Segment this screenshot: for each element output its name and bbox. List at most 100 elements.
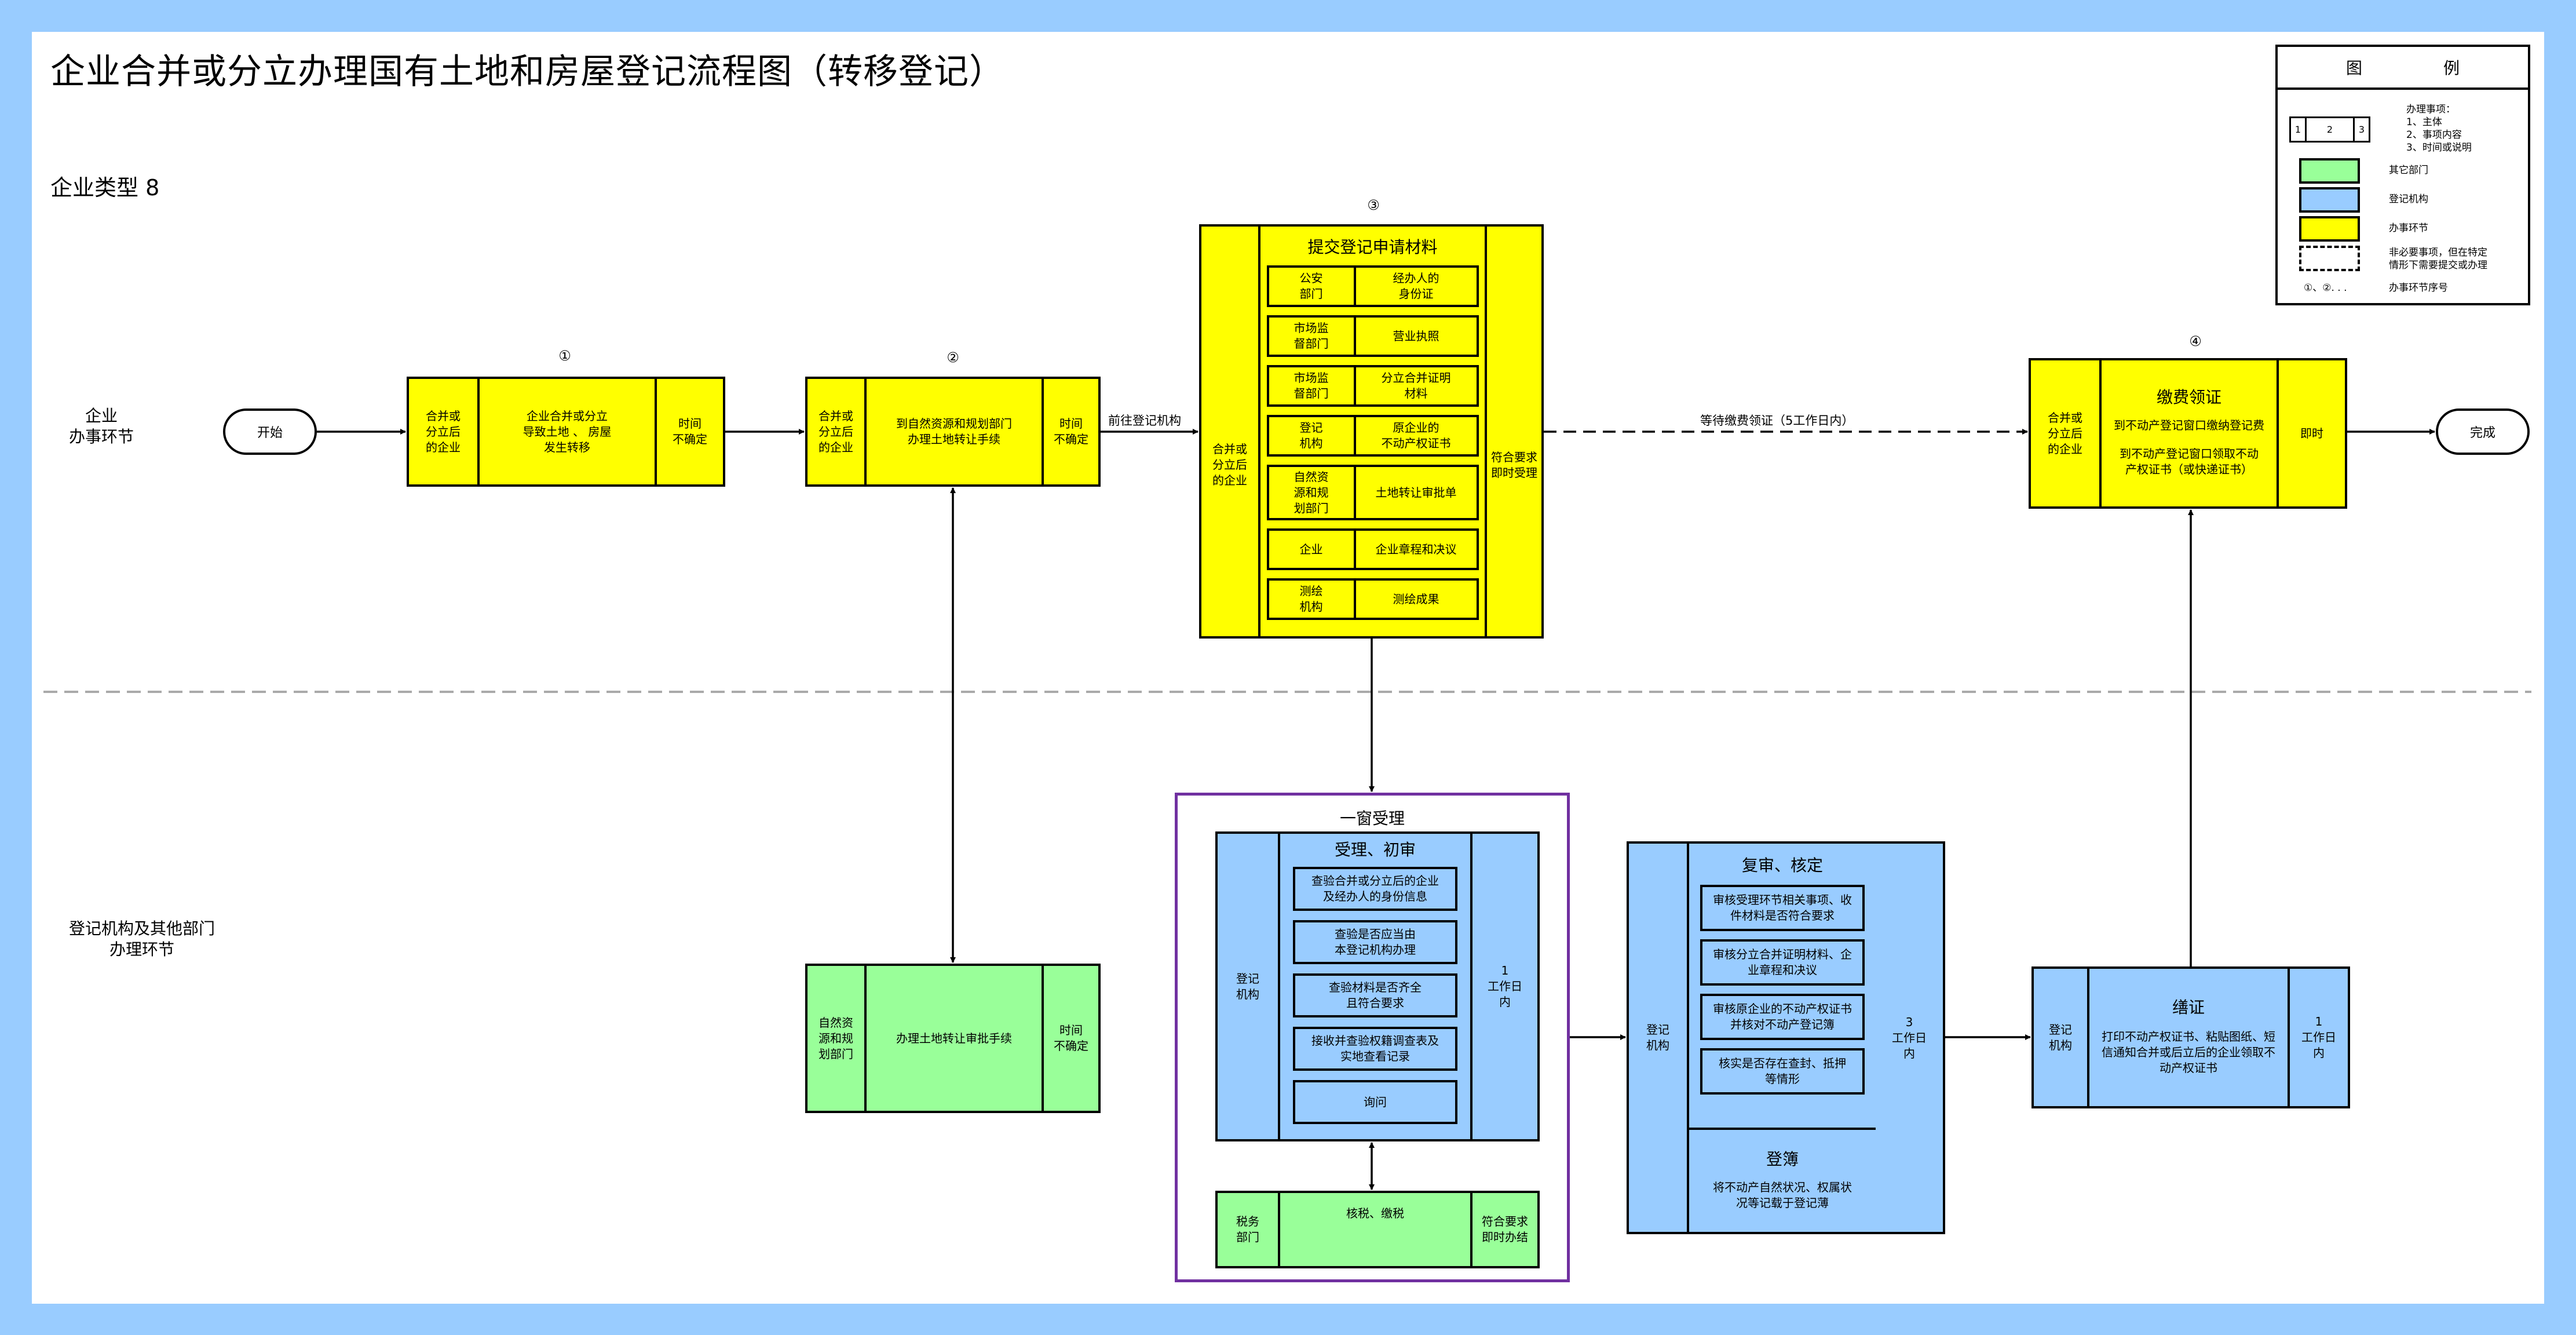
step-4-box: 合并或 分立后 的企业 缴费领证 到不动产登记窗口缴纳登记费 到不动产登记窗口领… [2029, 358, 2347, 509]
material-row: 登记 机构原企业的 不动产权证书 [1266, 415, 1479, 457]
certificate-box: 登记 机构 缮证 打印不动产权证书、粘贴图纸、短 信通知合并或后立后的企业领取不… [2031, 966, 2350, 1108]
material-dept: 市场监 督部门 [1269, 367, 1356, 404]
step-1-box: 合并或 分立后 的企业 企业合并或分立 导致土地 、 房屋 发生转移 时间 不确… [407, 377, 725, 487]
one-window-title: 一窗受理 [1339, 809, 1405, 828]
page-title: 企业合并或分立办理国有土地和房屋登记流程图（转移登记） [50, 52, 1004, 92]
enterprise-type: 企业类型 8 [50, 175, 160, 200]
accept-check-item: 询问 [1293, 1080, 1457, 1124]
material-item: 分立合并证明 材料 [1381, 371, 1451, 400]
step-3-actor: 合并或 分立后 的企业 [1212, 442, 1247, 487]
legend-label-step-no: 办事环节序号 [2389, 282, 2448, 294]
one-window-group: 一窗受理 [1175, 793, 1570, 1282]
review-time: 3 工作日 内 [1892, 1015, 1927, 1060]
certificate-actor: 登记 机构 [2049, 1022, 2072, 1052]
step-number-3: ③ [1367, 197, 1380, 213]
legend-title-right: 例 [2443, 59, 2460, 78]
legend-sample-box: 1 2 3 [2289, 116, 2370, 143]
certificate-time: 1 工作日 内 [2288, 969, 2348, 1106]
tax-content: 核税、缴税 [1278, 1193, 1470, 1266]
material-row: 自然资 源和规 划部门 土地转让审批单 [1266, 465, 1479, 520]
review-check-item: 审核原企业的不动产权证书 并核对不动产登记簿 [1700, 994, 1865, 1040]
materials-list: 公安 部门经办人的 身份证市场监 督部门营业执照市场监 督部门分立合并证明 材料… [1263, 265, 1482, 620]
certificate-content: 缮证 打印不动产权证书、粘贴图纸、短 信通知合并或后立后的企业领取不 动产权证书 [2087, 969, 2288, 1106]
legend-swatch-registry [2299, 187, 2360, 213]
diagram-canvas: 企业合并或分立办理国有土地和房屋登记流程图（转移登记） 企业类型 8 企业 办事… [32, 32, 2544, 1304]
edge-label-wait-fee: 等待缴费领证（5工作日内） [1700, 414, 1854, 428]
step-number-4: ④ [2189, 333, 2202, 349]
step-4-heading: 缴费领证 [2156, 388, 2221, 407]
material-item: 营业执照 [1393, 329, 1439, 343]
step-4-content: 缴费领证 到不动产登记窗口缴纳登记费 到不动产登记窗口领取不动 产权证书（或快递… [2099, 360, 2277, 506]
step-3-time: 符合要求 即时受理 [1485, 227, 1541, 636]
review-check-item: 审核受理环节相关事项、收 件材料是否符合要求 [1700, 885, 1865, 931]
step-1-actor: 合并或 分立后 的企业 [426, 408, 461, 454]
step-3-heading: 提交登记申请材料 [1307, 238, 1438, 257]
edge-label-to-registry: 前往登记机构 [1108, 414, 1181, 428]
certificate-text: 打印不动产权证书、粘贴图纸、短 信通知合并或后立后的企业领取不 动产权证书 [2102, 1029, 2275, 1075]
material-dept: 登记 机构 [1269, 417, 1356, 454]
material-item: 经办人的 身份证 [1393, 271, 1439, 301]
material-item: 测绘成果 [1393, 592, 1439, 606]
legend-swatch-step [2299, 216, 2360, 242]
legend-label-optional: 非必要事项，但在特定 情形下需要提交或办理 [2389, 247, 2487, 271]
lane-label-enterprise: 企业 办事环节 [68, 406, 134, 446]
material-dept: 企业 [1269, 531, 1356, 568]
step-2-box: 合并或 分立后 的企业 到自然资源和规划部门 办理土地转让手续 时间 不确定 [805, 377, 1101, 487]
step-1-time: 时间 不确定 [655, 379, 723, 484]
land-approval-content: 办理土地转让审批手续 [864, 966, 1042, 1111]
step-4-actor: 合并或 分立后 的企业 [2048, 410, 2082, 456]
accept-check-item: 查验材料是否齐全 且符合要求 [1293, 973, 1457, 1017]
review-box: 登记 机构 复审、核定 审核受理环节相关事项、收 件材料是否符合要求审核分立合并… [1627, 841, 1945, 1234]
land-approval-actor: 自然资 源和规 划部门 [819, 1015, 853, 1061]
land-approval-time: 时间 不确定 [1042, 966, 1098, 1111]
material-item: 原企业的 不动产权证书 [1381, 421, 1451, 450]
legend-label-step: 办事环节 [2389, 222, 2428, 234]
material-row: 市场监 督部门分立合并证明 材料 [1266, 365, 1479, 407]
step-4-line-1: 到不动产登记窗口缴纳登记费 [2114, 418, 2264, 432]
material-item: 土地转让审批单 [1375, 485, 1457, 499]
legend-step-no-sample: ①、②. . . [2304, 282, 2347, 294]
review-check-list: 审核受理环节相关事项、收 件材料是否符合要求审核分立合并证明材料、企 业章程和决… [1691, 885, 1873, 1095]
tax-time: 符合要求 即时办结 [1470, 1193, 1537, 1266]
legend-sample-cell-3: 3 [2358, 124, 2365, 135]
step-2-time: 时间 不确定 [1042, 379, 1098, 484]
material-dept: 市场监 督部门 [1269, 318, 1356, 355]
legend-swatch-other-dept [2299, 158, 2360, 184]
record-heading: 登簿 [1766, 1149, 1799, 1169]
material-dept: 公安 部门 [1269, 268, 1356, 305]
start-label: 开始 [257, 426, 283, 440]
accept-content: 受理、初审 查验合并或分立后的企业 及经办人的身份信息查验是否应当由 本登记机构… [1278, 834, 1470, 1139]
material-row: 公安 部门 经办人的 身份证 [1266, 265, 1479, 307]
start-terminal: 开始 [223, 408, 317, 455]
step-3-box: 合并或 分立后 的企业 提交登记申请材料 公安 部门 经办人的 身份证市场监 督部… [1199, 224, 1544, 639]
legend-label-registry: 登记机构 [2389, 194, 2428, 205]
record-text: 将不动产自然状况、权属状 况等记载于登记薄 [1713, 1180, 1852, 1210]
lane-label-registry: 登记机构及其他部门 办理环节 [68, 919, 215, 959]
legend-title-left: 图 [2345, 59, 2362, 78]
land-approval-box: 自然资 源和规 划部门 办理土地转让审批手续 时间 不确定 [805, 964, 1101, 1113]
accept-actor: 登记 机构 [1236, 971, 1259, 1001]
material-row: 测绘 机构 测绘成果 [1266, 578, 1479, 620]
step-2-content: 到自然资源和规划部门 办理土地转让手续 [864, 379, 1042, 484]
review-heading: 复审、核定 [1741, 856, 1823, 875]
step-4-line-2: 到不动产登记窗口领取不动 产权证书（或快递证书） [2120, 447, 2259, 476]
review-middle: 复审、核定 审核受理环节相关事项、收 件材料是否符合要求审核分立合并证明材料、企… [1687, 844, 1876, 1232]
legend-sample-cell-2: 2 [2307, 118, 2355, 141]
material-row: 企业企业章程和决议 [1266, 528, 1479, 570]
review-check-item: 审核分立合并证明材料、企 业章程和决议 [1700, 939, 1865, 986]
legend-sample-cell-1: 1 [2291, 118, 2307, 141]
accept-check-item: 查验是否应当由 本登记机构办理 [1293, 920, 1457, 964]
accept-check-item: 查验合并或分立后的企业 及经办人的身份信息 [1293, 867, 1457, 911]
accept-box: 登记 机构 受理、初审 查验合并或分立后的企业 及经办人的身份信息查验是否应当由… [1215, 831, 1540, 1141]
legend-label-other-dept: 其它部门 [2389, 165, 2428, 176]
legend-swatch-optional [2299, 246, 2360, 271]
material-dept: 自然资 源和规 划部门 [1269, 467, 1356, 518]
step-2-actor: 合并或 分立后 的企业 [819, 408, 853, 454]
end-label: 完成 [2469, 426, 2495, 440]
material-row: 市场监 督部门 营业执照 [1266, 315, 1479, 357]
record-section: 登簿 将不动产自然状况、权属状 况等记载于登记薄 [1689, 1128, 1876, 1232]
end-terminal: 完成 [2436, 408, 2530, 455]
certificate-heading: 缮证 [2172, 997, 2205, 1017]
material-dept: 测绘 机构 [1269, 581, 1356, 618]
review-content: 复审、核定 审核受理环节相关事项、收 件材料是否符合要求审核分立合并证明材料、企… [1689, 844, 1876, 1128]
